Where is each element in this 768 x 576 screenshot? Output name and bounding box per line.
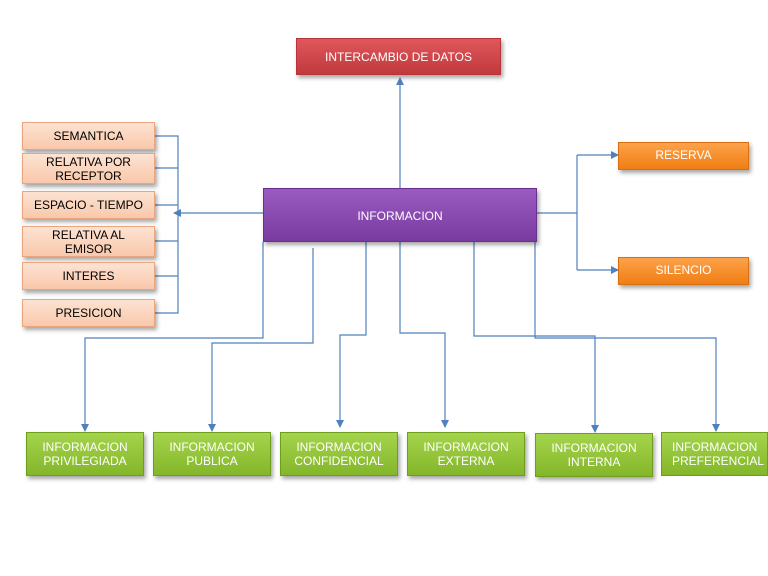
connector-to-externa bbox=[399, 242, 449, 428]
reserva-box: RESERVA bbox=[618, 142, 749, 170]
intercambio-de-datos-label: INTERCAMBIO DE DATOS bbox=[325, 49, 472, 64]
informacion-publica-box: INFORMACION PUBLICA bbox=[153, 432, 271, 476]
presicion-box: PRESICION bbox=[22, 299, 155, 327]
connector-to-privilegiada bbox=[81, 242, 264, 432]
informacion-externa-label: INFORMACION EXTERNA bbox=[423, 440, 509, 468]
informacion-interna-box: INFORMACION INTERNA bbox=[535, 433, 653, 477]
relativa-por-receptor-label: RELATIVA POR RECEPTOR bbox=[46, 154, 131, 183]
reserva-label: RESERVA bbox=[655, 148, 712, 162]
semantica-label: SEMANTICA bbox=[53, 129, 124, 143]
informacion-privilegiada-label: INFORMACION PRIVILEGIADA bbox=[42, 440, 128, 468]
informacion-preferencial-label: INFORMACION PREFERENCIAL bbox=[672, 440, 765, 468]
informacion-externa-box: INFORMACION EXTERNA bbox=[407, 432, 525, 476]
semantica-box: SEMANTICA bbox=[22, 122, 155, 150]
interes-box: INTERES bbox=[22, 262, 155, 290]
connector-to-preferencial bbox=[534, 242, 720, 432]
informacion-center-label: INFORMACION bbox=[357, 209, 443, 223]
silencio-box: SILENCIO bbox=[618, 257, 749, 285]
relativa-al-emisor-label: RELATIVA AL EMISOR bbox=[52, 227, 125, 256]
interes-label: INTERES bbox=[62, 269, 115, 283]
intercambio-de-datos-box: INTERCAMBIO DE DATOS bbox=[296, 38, 501, 75]
espacio-tiempo-label: ESPACIO - TIEMPO bbox=[34, 198, 143, 212]
espacio-tiempo-box: ESPACIO - TIEMPO bbox=[22, 191, 155, 219]
informacion-publica-label: INFORMACION PUBLICA bbox=[169, 440, 255, 468]
connector-left-bracket bbox=[155, 135, 179, 314]
connector-right-trunk bbox=[537, 155, 578, 270]
silencio-label: SILENCIO bbox=[655, 263, 712, 277]
informacion-confidencial-label: INFORMACION CONFIDENCIAL bbox=[294, 440, 384, 468]
informacion-preferencial-box: INFORMACION PREFERENCIAL bbox=[661, 432, 768, 476]
connector-to-publica bbox=[208, 248, 314, 432]
presicion-label: PRESICION bbox=[55, 306, 122, 320]
connector-to-confidencial bbox=[336, 242, 367, 428]
relativa-por-receptor-box: RELATIVA POR RECEPTOR bbox=[22, 153, 155, 184]
informacion-confidencial-box: INFORMACION CONFIDENCIAL bbox=[280, 432, 398, 476]
relativa-al-emisor-box: RELATIVA AL EMISOR bbox=[22, 226, 155, 257]
informacion-privilegiada-box: INFORMACION PRIVILEGIADA bbox=[26, 432, 144, 476]
informacion-interna-label: INFORMACION INTERNA bbox=[551, 441, 637, 469]
informacion-center-box: INFORMACION bbox=[263, 188, 537, 242]
